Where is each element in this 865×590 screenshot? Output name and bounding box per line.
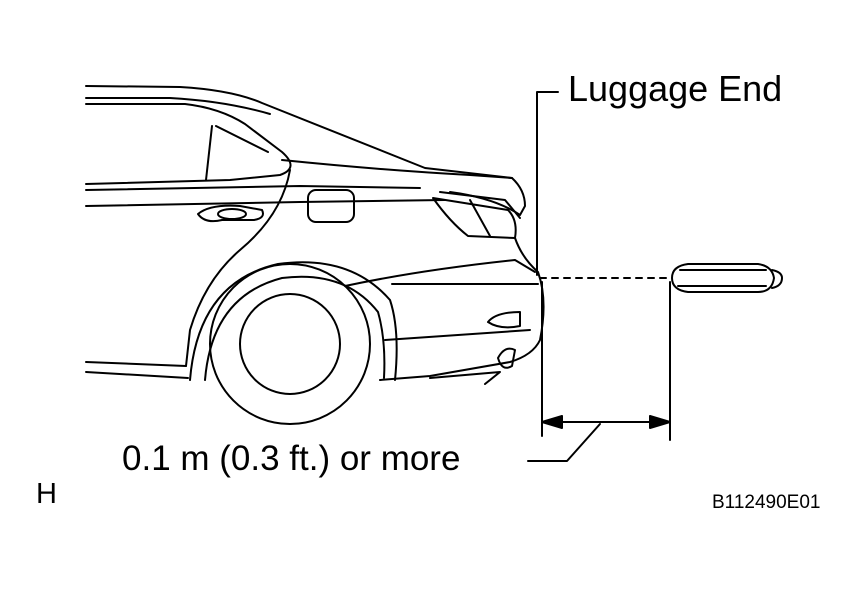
roof-line xyxy=(86,86,512,178)
decklid-lower xyxy=(440,192,520,218)
bumper xyxy=(380,238,544,380)
quarter-panel xyxy=(186,170,290,366)
tail-lamp xyxy=(433,198,516,238)
door-handle xyxy=(198,206,263,221)
bumper-lower-crease xyxy=(385,330,530,340)
luggage-end-leader xyxy=(537,92,558,275)
rocker-line-lower xyxy=(86,372,188,378)
luggage-end-label: Luggage End xyxy=(568,68,783,109)
view-letter: H xyxy=(36,478,57,510)
exhaust xyxy=(498,349,515,368)
key-body xyxy=(672,264,774,292)
diffuser xyxy=(430,372,500,384)
arrowhead-left xyxy=(542,416,562,428)
distance-label: 0.1 m (0.3 ft.) or more xyxy=(122,439,461,478)
wheel-arch-inner xyxy=(205,277,384,380)
key-tip xyxy=(772,270,782,288)
tire xyxy=(210,264,370,424)
door-glass-edge xyxy=(206,126,212,180)
fuel-door xyxy=(308,190,354,222)
reflector xyxy=(488,312,520,327)
rocker-line xyxy=(86,362,186,366)
belt-line xyxy=(86,186,420,190)
rear-window xyxy=(86,104,291,184)
tail-lamp-inner xyxy=(470,200,490,236)
door-handle-grip xyxy=(218,209,246,219)
decklid xyxy=(282,160,525,215)
wheel-arch-outer xyxy=(190,262,397,380)
roof-line-inner xyxy=(86,98,270,114)
arrowhead-right xyxy=(650,416,670,428)
c-pillar xyxy=(216,126,268,152)
rim xyxy=(240,294,340,394)
electronic-key-icon xyxy=(672,264,782,292)
rear-fender-line xyxy=(345,260,535,286)
car-rear-outline-icon xyxy=(86,86,544,424)
shoulder-line xyxy=(86,200,445,206)
figure-code: B112490E01 xyxy=(712,492,821,513)
distance-leader xyxy=(528,424,600,461)
